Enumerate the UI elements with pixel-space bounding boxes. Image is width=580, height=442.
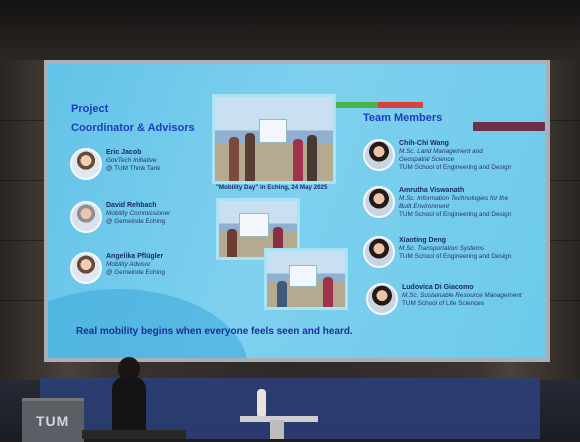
advisor-role: GovTech Initiative xyxy=(106,157,157,164)
podium: TUM xyxy=(22,398,84,442)
member-school: TUM School of Engineering and Design xyxy=(399,164,512,171)
overlay-bar-red xyxy=(378,102,423,108)
advisor-role: Mobility Advisor xyxy=(106,261,151,268)
member-name: Amrutha Viswanath xyxy=(399,187,465,194)
avatar xyxy=(70,148,102,180)
overlay-chip xyxy=(473,122,545,131)
side-table-leg xyxy=(270,420,284,439)
avatar xyxy=(363,236,395,268)
advisor-org: @ Gemeinde Eching xyxy=(106,269,166,276)
avatar xyxy=(363,139,395,171)
advisor-org: @ TUM Think Tank xyxy=(106,165,161,172)
member-school: TUM School of Engineering and Design xyxy=(399,211,512,218)
event-photo-main xyxy=(212,94,336,184)
member-degree-cont: Geospatial Science xyxy=(399,156,455,163)
lectern-desk xyxy=(82,430,186,439)
team-heading: Team Members xyxy=(363,112,443,124)
decorative-blob xyxy=(48,289,248,358)
overlay-bar-green xyxy=(298,102,408,108)
avatar xyxy=(70,201,102,233)
member-school: TUM School of Life Sciences xyxy=(402,300,485,307)
member-name: Xiaoting Deng xyxy=(399,237,447,244)
ceiling xyxy=(0,0,580,60)
slide-slogan: Real mobility begins when everyone feels… xyxy=(76,326,353,337)
photo-caption: "Mobility Day" in Eching, 24 May 2025 xyxy=(216,184,328,191)
member-degree: M.Sc. Information Technologies for the xyxy=(399,195,509,202)
speaker-silhouette xyxy=(112,357,146,439)
water-bottle xyxy=(257,389,266,416)
advisor-name: Eric Jacob xyxy=(106,149,142,156)
member-degree: M.Sc. Sustainable Resource Management xyxy=(402,292,522,299)
member-degree: M.Sc. Transportation Systems xyxy=(399,245,485,252)
advisor-name: Angelika Pflügler xyxy=(106,253,164,260)
member-name: Chih-Chi Wang xyxy=(399,140,449,147)
side-table xyxy=(240,416,318,422)
member-degree-cont: Built Environment xyxy=(399,203,450,210)
avatar xyxy=(70,252,102,284)
advisors-heading-line1: Project xyxy=(71,103,109,115)
avatar xyxy=(366,283,398,315)
avatar xyxy=(363,186,395,218)
member-name: Ludovica Di Giacomo xyxy=(402,284,474,291)
advisor-name: David Rehbach xyxy=(106,202,157,209)
advisor-role: Mobility Commissioner xyxy=(106,210,171,217)
member-degree: M.Sc. Land Management and xyxy=(399,148,483,155)
podium-logo-text: TUM xyxy=(36,413,70,429)
event-photo-3 xyxy=(264,248,348,310)
member-school: TUM School of Engineering and Design xyxy=(399,253,512,260)
advisors-heading-line2: Coordinator & Advisors xyxy=(71,122,195,134)
presentation-slide: Project Coordinator & Advisors Team Memb… xyxy=(48,64,546,358)
advisor-org: @ Gemeinde Eching xyxy=(106,218,166,225)
